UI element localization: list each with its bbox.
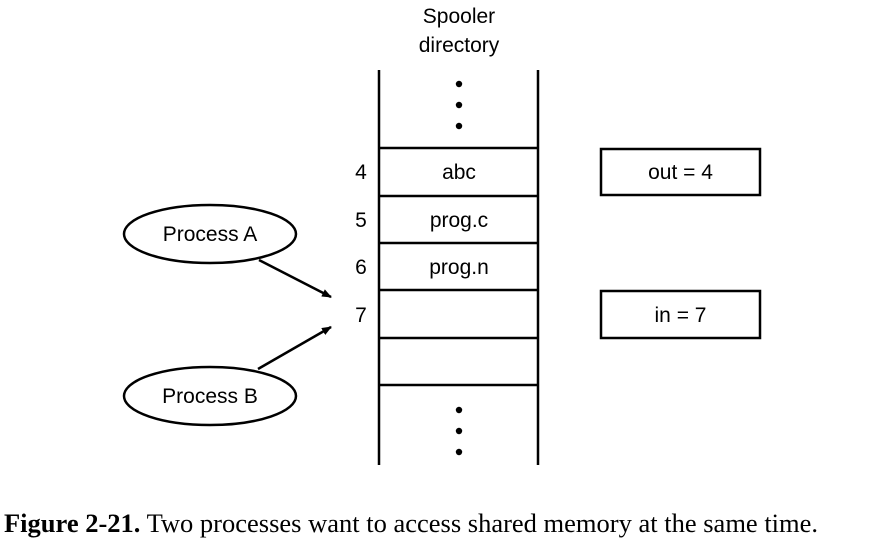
process-b-label: Process B xyxy=(162,385,258,408)
slot-index-5: 5 xyxy=(355,209,367,232)
slot-content-abc: abc xyxy=(442,161,476,184)
slot-index-6: 6 xyxy=(355,256,367,279)
slot-index-4: 4 xyxy=(355,161,367,184)
process-a-label: Process A xyxy=(163,223,258,246)
directory-title-line1: Spooler xyxy=(423,5,495,28)
ellipsis-dot xyxy=(455,80,463,88)
process-a-node xyxy=(122,203,298,265)
directory-title-line2: directory xyxy=(419,34,500,57)
ellipsis-dot xyxy=(455,101,463,109)
ellipsis-dot xyxy=(455,406,463,414)
in-variable-box xyxy=(599,289,762,340)
figure-caption: Figure 2-21. Two processes want to acces… xyxy=(4,508,888,539)
process-b-node xyxy=(122,365,298,427)
out-variable-box xyxy=(599,147,762,197)
out-variable-label: out = 4 xyxy=(648,161,713,184)
in-variable-label: in = 7 xyxy=(655,304,707,327)
ellipsis-dot xyxy=(455,448,463,456)
figure-caption-label: Figure 2-21. xyxy=(4,508,141,538)
slot-index-7: 7 xyxy=(355,304,367,327)
figure-caption-text: Two processes want to access shared memo… xyxy=(146,508,819,538)
process-a-arrow xyxy=(258,258,332,299)
ellipsis-dot xyxy=(455,427,463,435)
spooler-diagram: Spooler directory 4 5 6 7 abc prog.c pro… xyxy=(122,5,762,465)
process-b-arrow xyxy=(257,325,332,371)
ellipsis-dot xyxy=(455,122,463,130)
slot-content-prog-c: prog.c xyxy=(430,209,488,232)
slot-content-prog-n: prog.n xyxy=(429,256,489,279)
